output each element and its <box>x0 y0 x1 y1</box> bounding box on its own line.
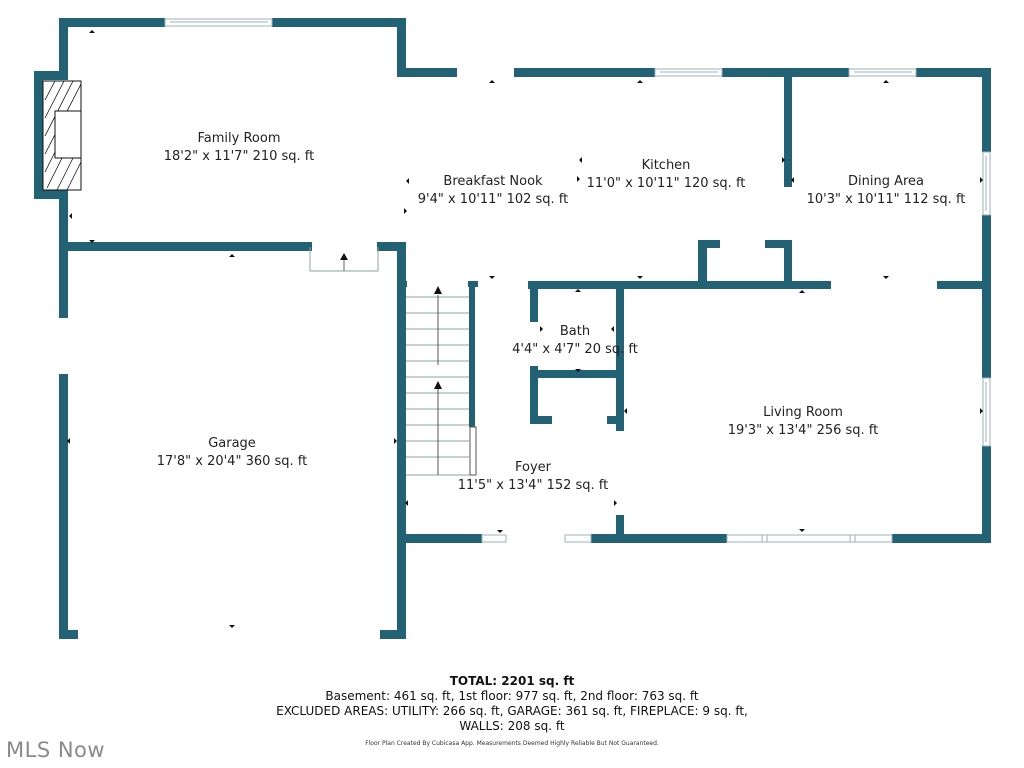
stair-arrow-icon <box>434 381 442 389</box>
mls-now-watermark: MLS Now <box>6 738 106 762</box>
room-kitchen: Kitchen 11'0" x 10'11" 120 sq. ft <box>587 157 746 193</box>
stair-arrow-icon <box>434 286 442 294</box>
excluded-areas: EXCLUDED AREAS: UTILITY: 266 sq. ft, GAR… <box>276 704 748 718</box>
room-name: Breakfast Nook <box>443 174 543 189</box>
room-living-room: Living Room 19'3" x 13'4" 256 sq. ft <box>728 404 879 440</box>
room-dimensions: 4'4" x 4'7" 20 sq. ft <box>512 342 638 357</box>
room-breakfast-nook: Breakfast Nook 9'4" x 10'11" 102 sq. ft <box>418 173 569 209</box>
room-dimensions: 9'4" x 10'11" 102 sq. ft <box>417 192 569 207</box>
room-garage: Garage 17'8" x 20'4" 360 sq. ft <box>157 435 308 471</box>
staircase <box>406 295 477 476</box>
room-dimensions: 17'8" x 20'4" 360 sq. ft <box>156 454 308 469</box>
room-name: Dining Area <box>847 174 924 189</box>
room-dining-area: Dining Area 10'3" x 10'11" 112 sq. ft <box>807 173 966 209</box>
garage-entry-step <box>309 247 379 272</box>
room-family-room: Family Room 18'2" x 11'7" 210 sq. ft <box>164 130 315 166</box>
room-foyer: Foyer 11'5" x 13'4" 152 sq. ft <box>458 459 609 495</box>
walls <box>34 18 991 639</box>
room-dimensions: 19'3" x 13'4" 256 sq. ft <box>727 423 879 438</box>
room-dimensions: 18'2" x 11'7" 210 sq. ft <box>163 149 315 164</box>
floor-plan-credit: Floor Plan Created By Cubicasa App. Meas… <box>365 740 659 747</box>
room-name: Living Room <box>763 405 843 420</box>
room-name: Bath <box>559 324 591 339</box>
total-area: TOTAL: 2201 sq. ft <box>449 674 575 688</box>
walls-area: WALLS: 208 sq. ft <box>459 719 565 733</box>
room-dimensions: 11'0" x 10'11" 120 sq. ft <box>586 176 746 191</box>
room-name: Kitchen <box>641 158 691 173</box>
floor-areas: Basement: 461 sq. ft, 1st floor: 977 sq.… <box>325 689 699 703</box>
measurement-markers <box>67 30 983 628</box>
room-name: Foyer <box>514 460 552 475</box>
area-summary: TOTAL: 2201 sq. ft Basement: 461 sq. ft,… <box>0 674 1024 748</box>
room-bath: Bath 4'4" x 4'7" 20 sq. ft <box>512 323 638 359</box>
room-name: Garage <box>208 436 256 451</box>
windows <box>164 18 991 543</box>
room-dimensions: 11'5" x 13'4" 152 sq. ft <box>457 478 609 493</box>
room-name: Family Room <box>197 131 281 146</box>
room-dimensions: 10'3" x 10'11" 112 sq. ft <box>806 192 966 207</box>
fireplace <box>42 80 82 191</box>
